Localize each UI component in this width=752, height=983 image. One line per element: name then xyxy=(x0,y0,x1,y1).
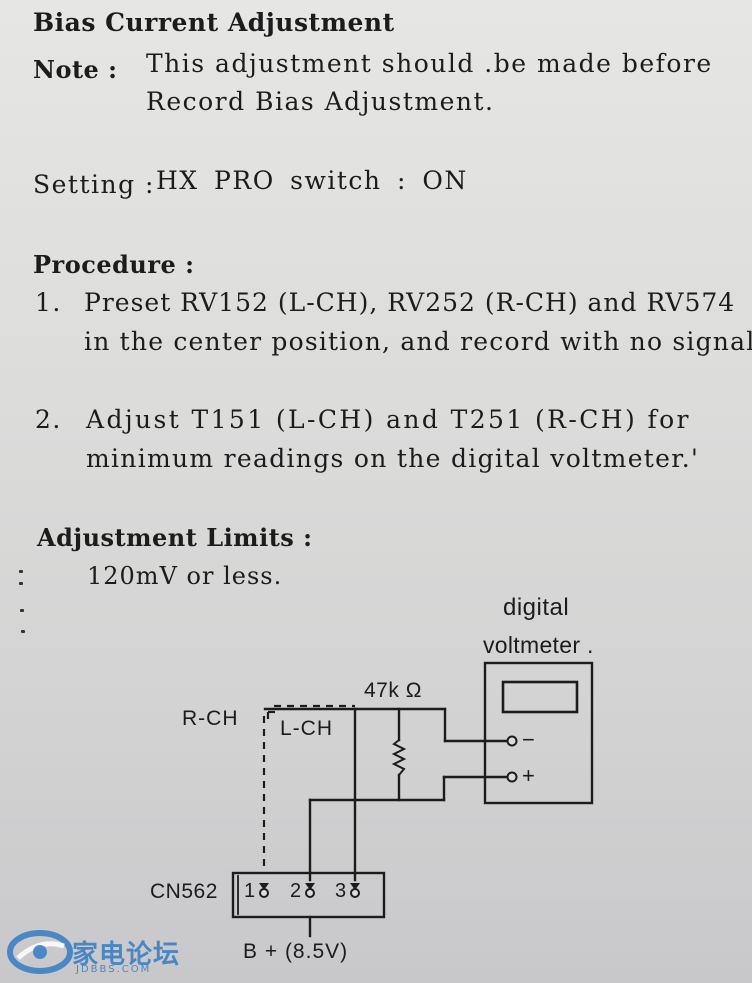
print-speck xyxy=(21,630,25,633)
voltmeter-display xyxy=(501,680,579,714)
note-text-line2: Record Bias Adjustment. xyxy=(146,87,495,116)
print-speck xyxy=(19,582,23,585)
procedure-label: Procedure : xyxy=(33,250,195,279)
resistor-zigzag xyxy=(391,738,407,777)
step-text-line1: Preset RV152 (L-CH), RV252 (R-CH) and RV… xyxy=(84,288,736,317)
step-number: 1. xyxy=(35,288,62,317)
watermark-subtext: JDBBS.COM xyxy=(76,964,152,975)
voltmeter-body xyxy=(483,661,594,805)
minus-terminal-label: − xyxy=(522,727,537,752)
pin-number: 2 xyxy=(290,880,303,902)
connector-label: CN562 xyxy=(150,880,218,903)
connector-cn562 xyxy=(231,871,386,919)
watermark-text: 家电论坛 xyxy=(72,940,181,970)
pin3-contact xyxy=(350,888,360,898)
l-ch-label: L-CH xyxy=(280,717,334,740)
plus-terminal xyxy=(506,771,518,783)
step-text-line1: Adjust T151 (L-CH) and T251 (R-CH) for xyxy=(86,405,691,434)
pin1-contact xyxy=(259,888,269,898)
swirl-logo-icon xyxy=(7,930,73,974)
pin2-contact xyxy=(305,888,315,898)
step-text-line2: in the center position, and record with … xyxy=(84,327,752,356)
minus-terminal xyxy=(506,735,518,747)
step-text-line2: minimum readings on the digital voltmete… xyxy=(86,444,700,473)
supply-label: B + (8.5V) xyxy=(243,940,349,963)
voltmeter-label-line2: voltmeter . xyxy=(483,632,594,658)
pin-number: 3 xyxy=(335,880,348,902)
step-number: 2. xyxy=(35,405,62,434)
pin-number: 1 xyxy=(244,880,257,902)
section-title: Bias Current Adjustment xyxy=(33,8,395,37)
print-speck xyxy=(19,570,23,573)
resistor-value-label: 47k Ω xyxy=(364,679,422,702)
r-ch-label: R-CH xyxy=(182,707,239,730)
note-text-line1: This adjustment should .be made before xyxy=(146,49,713,78)
plus-terminal-label: + xyxy=(522,763,537,788)
forum-watermark: 家电论坛 JDBBS.COM xyxy=(6,926,179,982)
setting-value: HX PRO switch : ON xyxy=(156,166,468,195)
note-label: Note : xyxy=(33,55,118,84)
limits-value: 120mV or less. xyxy=(87,562,283,590)
voltmeter-label-line1: digital xyxy=(503,594,570,621)
setting-label: Setting : xyxy=(33,170,155,199)
print-speck xyxy=(20,609,24,612)
limits-label: Adjustment Limits : xyxy=(37,523,313,552)
